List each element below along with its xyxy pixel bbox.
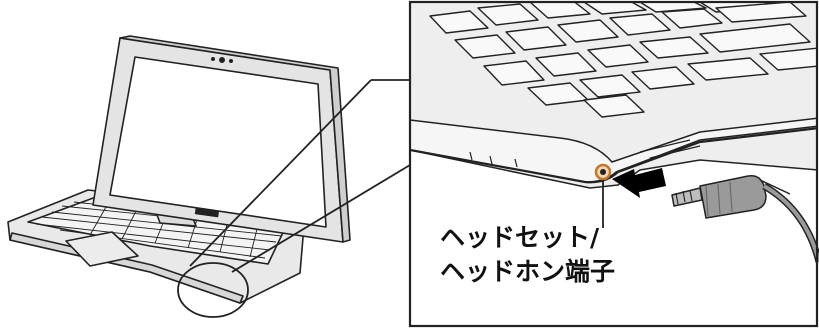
insert-arrow-icon (612, 168, 666, 198)
inset-panel (408, 0, 819, 328)
callout-line-top (189, 79, 372, 267)
home-button (194, 207, 219, 218)
callout-label-line1: ヘッドセット/ (440, 223, 600, 252)
touchpad (65, 231, 139, 267)
headset-jack-icon (594, 163, 612, 228)
laptop-tablet-icon (7, 35, 351, 304)
camera-dot (219, 56, 226, 63)
tablet-screen (109, 56, 327, 228)
inset-keys (429, 2, 817, 118)
callout-line-bottom (231, 164, 411, 273)
callout-label-line2: ヘッドホン端子 (440, 257, 616, 286)
inset-frame (408, 0, 819, 328)
zoom-circle (177, 262, 249, 318)
